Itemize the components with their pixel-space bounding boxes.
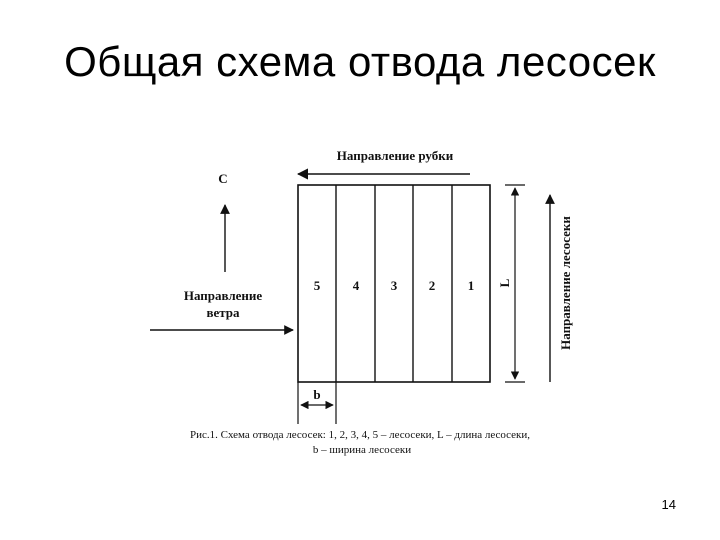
strip-label: 4	[353, 278, 360, 293]
strip-label: 1	[468, 278, 475, 293]
slide-title: Общая схема отвода лесосек	[64, 38, 656, 85]
strip-label: 3	[391, 278, 398, 293]
cut-direction-label: Направление рубки	[337, 148, 454, 163]
side-direction-label: Направление лесосеки	[558, 216, 573, 350]
north-label: С	[218, 171, 227, 186]
figure-caption-line1: Рис.1. Схема отвода лесосек: 1, 2, 3, 4,…	[190, 429, 530, 441]
slide-number: 14	[661, 497, 676, 512]
strip-label: 2	[429, 278, 436, 293]
cutting-area-outline	[297, 184, 491, 383]
wind-label-line1: Направление	[184, 288, 263, 303]
width-label: b	[313, 387, 320, 402]
length-label: L	[497, 278, 512, 287]
strip-label: 5	[314, 278, 321, 293]
figure-caption-line2: b – ширина лесосеки	[313, 444, 411, 456]
wind-label-line2: ветра	[206, 305, 240, 320]
